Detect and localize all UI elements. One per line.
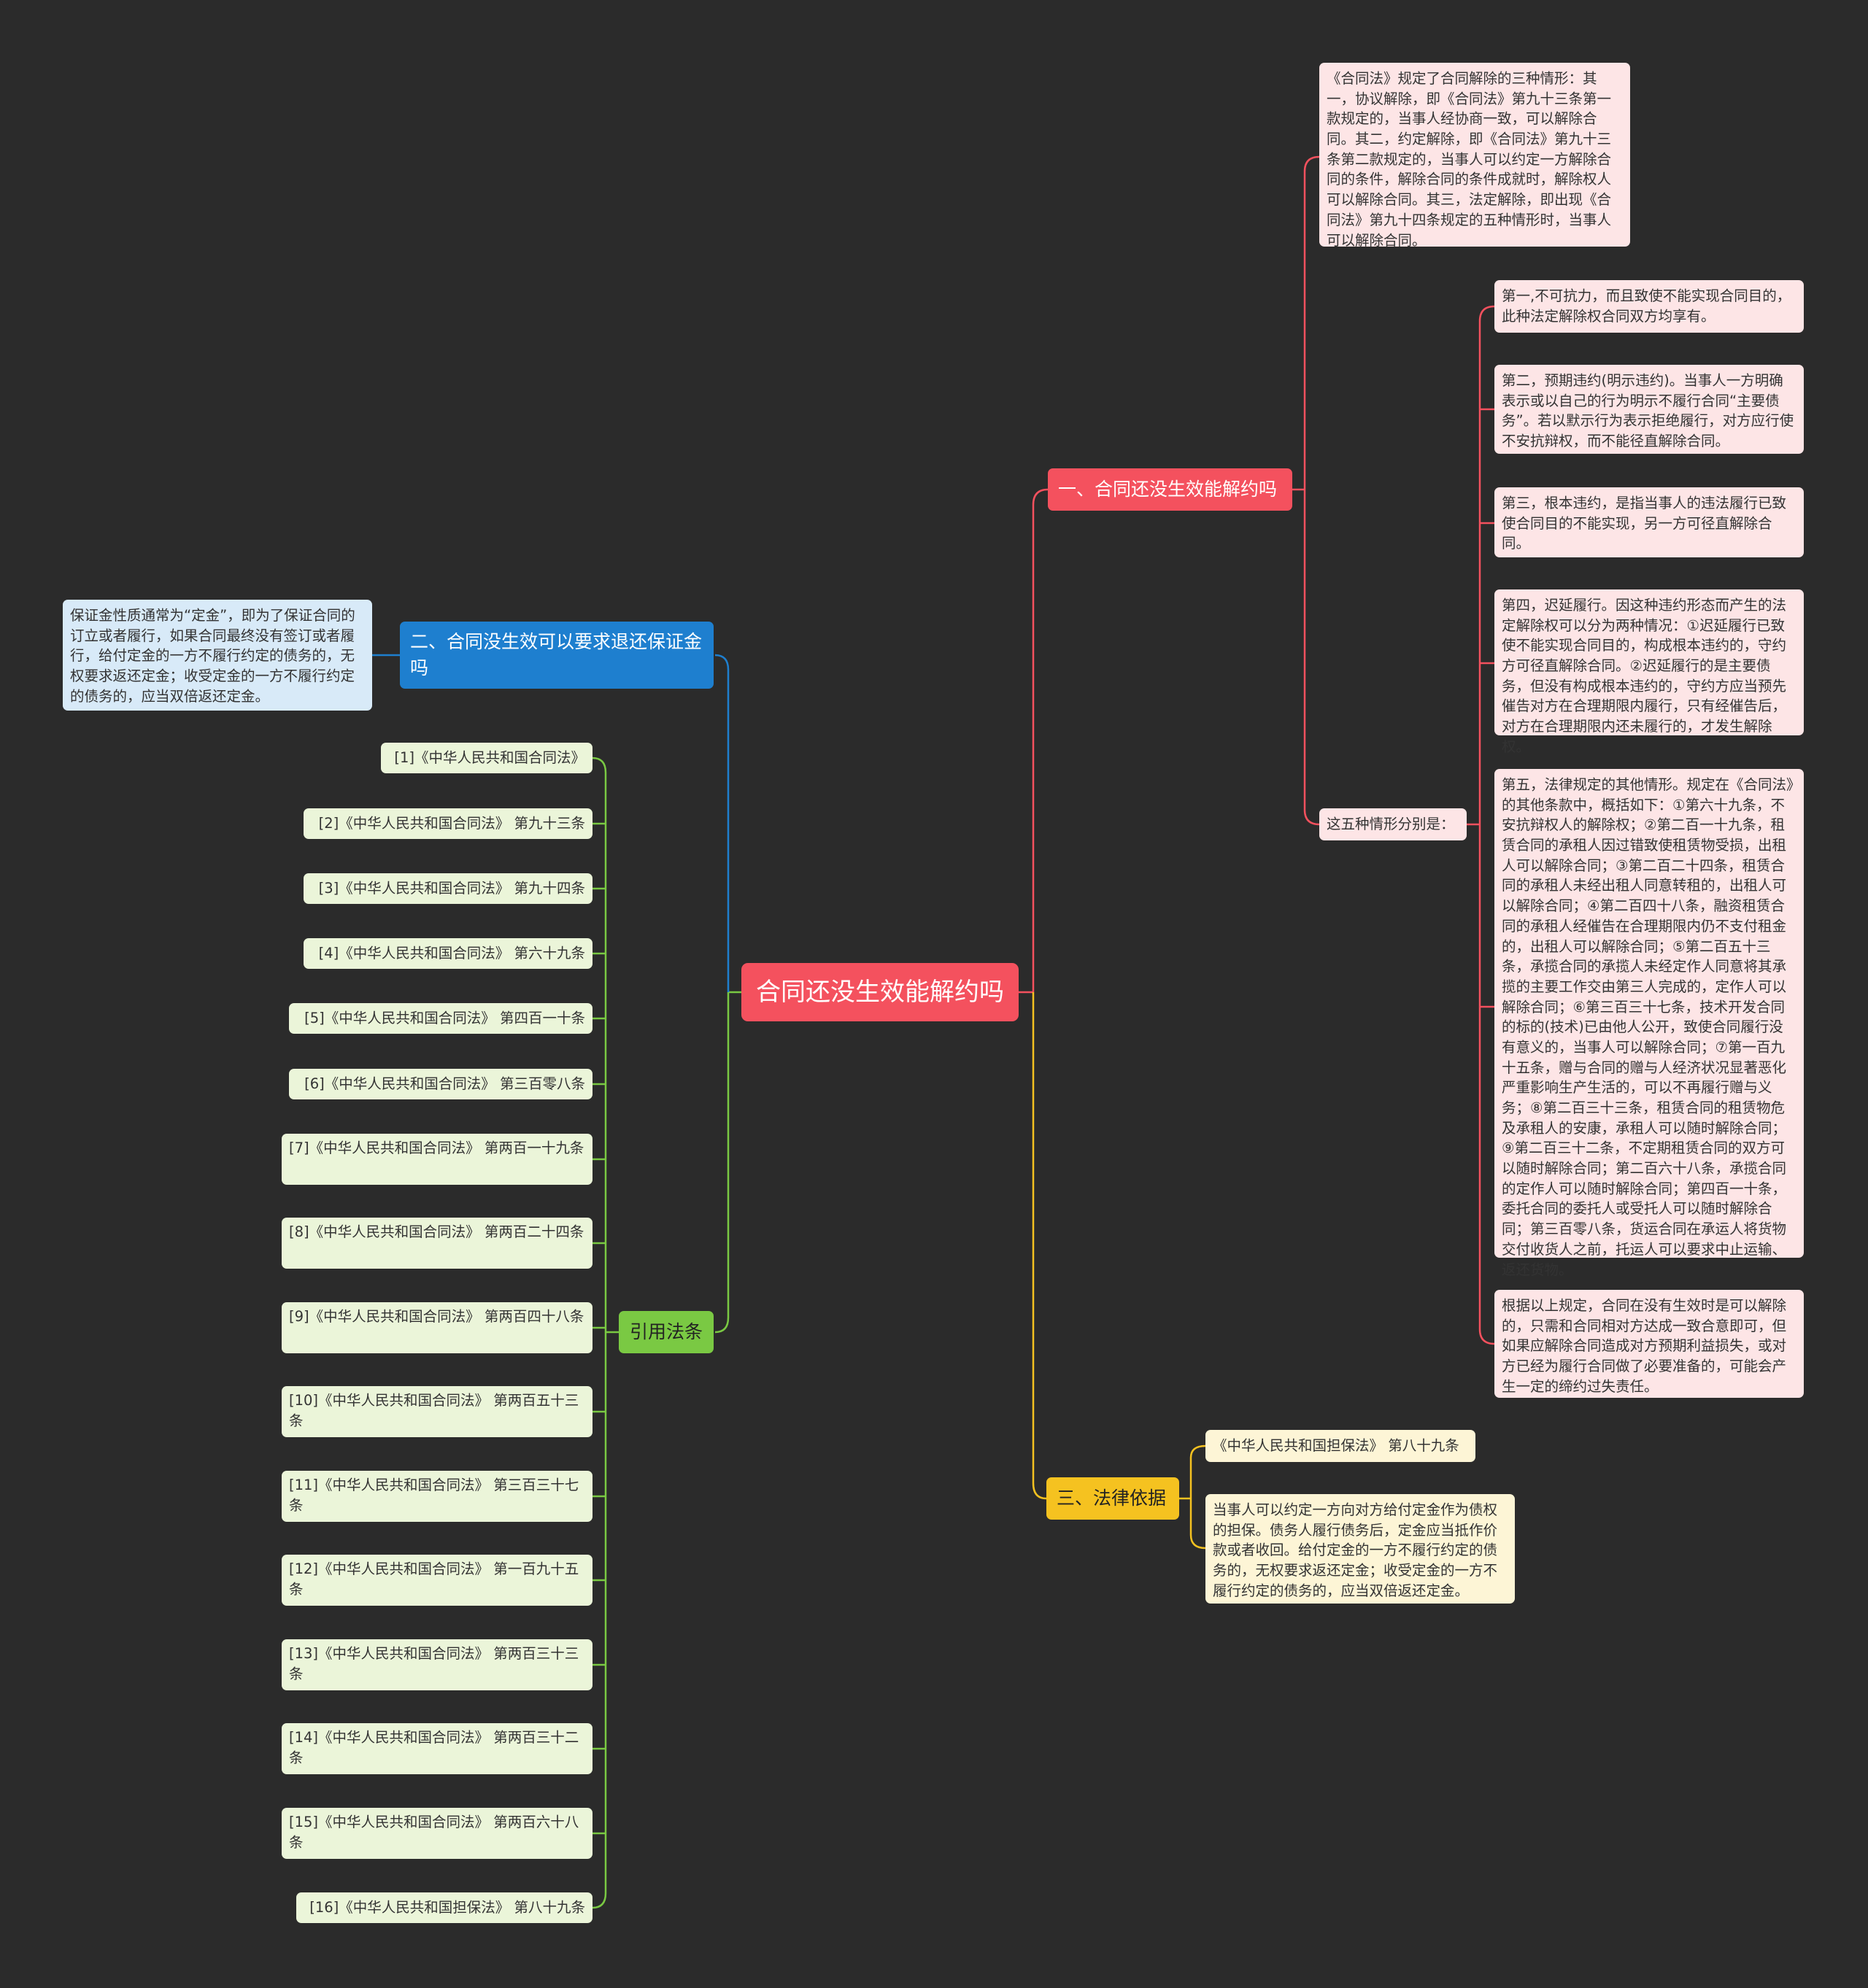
situation-item[interactable]: 第五，法律规定的其他情形。规定在《合同法》的其他条款中，概括如下：①第六十九条，…: [1494, 769, 1804, 1278]
termination-intro[interactable]: 《合同法》规定了合同解除的三种情形：其一，协议解除，即《合同法》第九十三条第一款…: [1319, 63, 1630, 249]
situation-item[interactable]: 第四，迟延履行。因这种违约形态而产生的法定解除权可以分为两种情况：①迟延履行已致…: [1494, 589, 1804, 755]
situation-conclusion[interactable]: 根据以上规定，合同在没有生效时是可以解除的，只需和合同相对方达成一致合意即可，但…: [1494, 1290, 1804, 1398]
cited-law-item[interactable]: [16]《中华人民共和国担保法》 第八十九条: [296, 1892, 593, 1923]
five-situations-node[interactable]: 这五种情形分别是：: [1319, 808, 1467, 840]
cited-law-item[interactable]: [1]《中华人民共和国合同法》: [381, 743, 593, 773]
root-topic[interactable]: 合同还没生效能解约吗: [741, 963, 1019, 1021]
cited-law-item[interactable]: [12]《中华人民共和国合同法》 第一百九十五条: [282, 1555, 593, 1606]
cited-law-item[interactable]: [3]《中华人民共和国合同法》 第九十四条: [304, 873, 593, 904]
cited-law-item[interactable]: [6]《中华人民共和国合同法》 第三百零八条: [289, 1069, 593, 1099]
cited-law-item[interactable]: [11]《中华人民共和国合同法》 第三百三十七条: [282, 1471, 593, 1522]
cited-law-item[interactable]: [14]《中华人民共和国合同法》 第两百三十二条: [282, 1723, 593, 1774]
branch-cited-laws[interactable]: 引用法条: [619, 1311, 714, 1353]
legal-basis-item[interactable]: 《中华人民共和国担保法》 第八十九条: [1205, 1430, 1475, 1462]
branch-label: 引用法条: [629, 1321, 703, 1343]
cited-law-item[interactable]: [13]《中华人民共和国合同法》 第两百三十三条: [282, 1639, 593, 1690]
cited-law-item[interactable]: [9]《中华人民共和国合同法》 第两百四十八条: [282, 1302, 593, 1353]
cited-law-item[interactable]: [2]《中华人民共和国合同法》 第九十三条: [304, 808, 593, 839]
cited-law-item[interactable]: [10]《中华人民共和国合同法》 第两百五十三条: [282, 1386, 593, 1437]
cited-law-item[interactable]: [5]《中华人民共和国合同法》 第四百一十条: [289, 1003, 593, 1034]
branch-legal-basis[interactable]: 三、法律依据: [1046, 1477, 1179, 1520]
deposit-detail[interactable]: 保证金性质通常为“定金”，即为了保证合同的订立或者履行，如果合同最终没有签订或者…: [63, 600, 372, 711]
cited-law-item[interactable]: [7]《中华人民共和国合同法》 第两百一十九条: [282, 1134, 593, 1185]
branch-label: 一、合同还没生效能解约吗: [1058, 479, 1278, 500]
situation-item[interactable]: 第二，预期违约(明示违约)。当事人一方明确表示或以自己的行为明示不履行合同“主要…: [1494, 365, 1804, 454]
situation-item[interactable]: 第三，根本违约，是指当事人的违法履行已致使合同目的不能实现，另一方可径直解除合同…: [1494, 487, 1804, 557]
legal-basis-item[interactable]: 当事人可以约定一方向对方给付定金作为债权的担保。债务人履行债务后，定金应当抵作价…: [1205, 1494, 1515, 1604]
branch-label: 三、法律依据: [1057, 1488, 1167, 1509]
cited-law-item[interactable]: [8]《中华人民共和国合同法》 第两百二十四条: [282, 1218, 593, 1269]
branch-label: 二、合同没生效可以要求退还保证金吗: [410, 631, 703, 678]
cited-law-item[interactable]: [4]《中华人民共和国合同法》 第六十九条: [304, 938, 593, 969]
cited-law-item[interactable]: [15]《中华人民共和国合同法》 第两百六十八条: [282, 1808, 593, 1859]
situation-item[interactable]: 第一,不可抗力，而且致使不能实现合同目的，此种法定解除权合同双方均享有。: [1494, 280, 1804, 333]
branch-contract-termination[interactable]: 一、合同还没生效能解约吗: [1048, 468, 1292, 511]
branch-deposit-refund[interactable]: 二、合同没生效可以要求退还保证金吗: [400, 622, 714, 689]
